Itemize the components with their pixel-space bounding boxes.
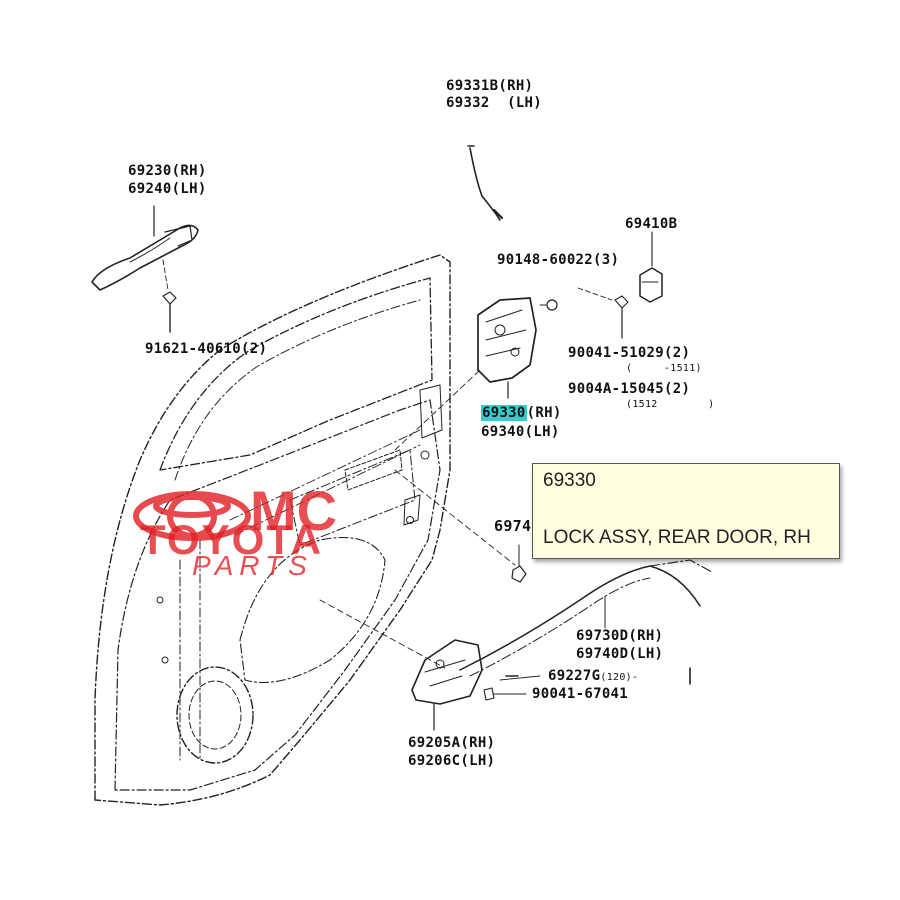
part-label-69240[interactable]: 69240(LH) xyxy=(128,181,207,197)
toyota-logo-icon xyxy=(133,491,251,541)
door-lock-assy-part xyxy=(477,297,537,383)
highlighted-part-number[interactable]: 69330 xyxy=(481,405,527,421)
watermark-toyota: TOYOTA xyxy=(140,516,324,563)
part-label-69206c[interactable]: 69206C(LH) xyxy=(408,753,496,769)
part-label-90041-51029[interactable]: 90041-51029(2) xyxy=(568,345,691,361)
outside-handle-part xyxy=(91,224,199,291)
part-label-69230[interactable]: 69230(RH) xyxy=(128,163,207,179)
part-label-90041-67041[interactable]: 90041-67041 xyxy=(532,686,629,702)
door-frame-outer xyxy=(94,254,451,806)
part-label-90148[interactable]: 90148-60022(3) xyxy=(497,252,620,268)
tooltip-description: LOCK ASSY, REAR DOOR, RH xyxy=(543,527,811,548)
part-label-9004a-15045[interactable]: 9004A-15045(2) xyxy=(568,381,691,397)
part-label-6974x[interactable]: 6974 xyxy=(494,517,532,535)
part-label-9004a-sub: (1512 ) xyxy=(626,399,715,410)
inside-handle-part xyxy=(411,639,483,705)
part-label-69227g[interactable]: 69227G xyxy=(548,668,601,684)
part-label-69410b[interactable]: 69410B xyxy=(625,216,678,232)
tooltip-part-number: 69330 xyxy=(543,470,596,491)
door-window-frame xyxy=(159,277,433,471)
part-label-69227g-sub: (120)- xyxy=(600,672,639,683)
part-label-69331b[interactable]: 69331B(RH) xyxy=(446,78,534,94)
part-tooltip: 69330 LOCK ASSY, REAR DOOR, RH xyxy=(532,463,840,559)
speaker-opening xyxy=(176,666,254,764)
part-label-69340[interactable]: 69340(LH) xyxy=(481,424,560,440)
part-label-91621[interactable]: 91621-40610(2) xyxy=(145,341,268,357)
watermark-parts: PARTS xyxy=(192,550,313,581)
door-cable-part xyxy=(459,565,701,671)
watermark-mc: MC xyxy=(250,479,338,542)
part-label-69730d[interactable]: 69730D(RH) xyxy=(576,628,664,644)
part-label-69330-side: (RH) xyxy=(526,405,562,421)
door-inner-panel xyxy=(114,399,441,791)
lock-bracket-part xyxy=(639,267,663,303)
part-label-69740d[interactable]: 69740D(LH) xyxy=(576,646,664,662)
part-label-90041-sub: ( -1511) xyxy=(626,363,702,374)
lock-rod-part xyxy=(469,147,501,221)
part-label-69330[interactable]: 69330(RH) xyxy=(481,405,562,422)
part-label-69205a[interactable]: 69205A(RH) xyxy=(408,735,496,751)
part-label-69332[interactable]: 69332 (LH) xyxy=(446,95,543,111)
